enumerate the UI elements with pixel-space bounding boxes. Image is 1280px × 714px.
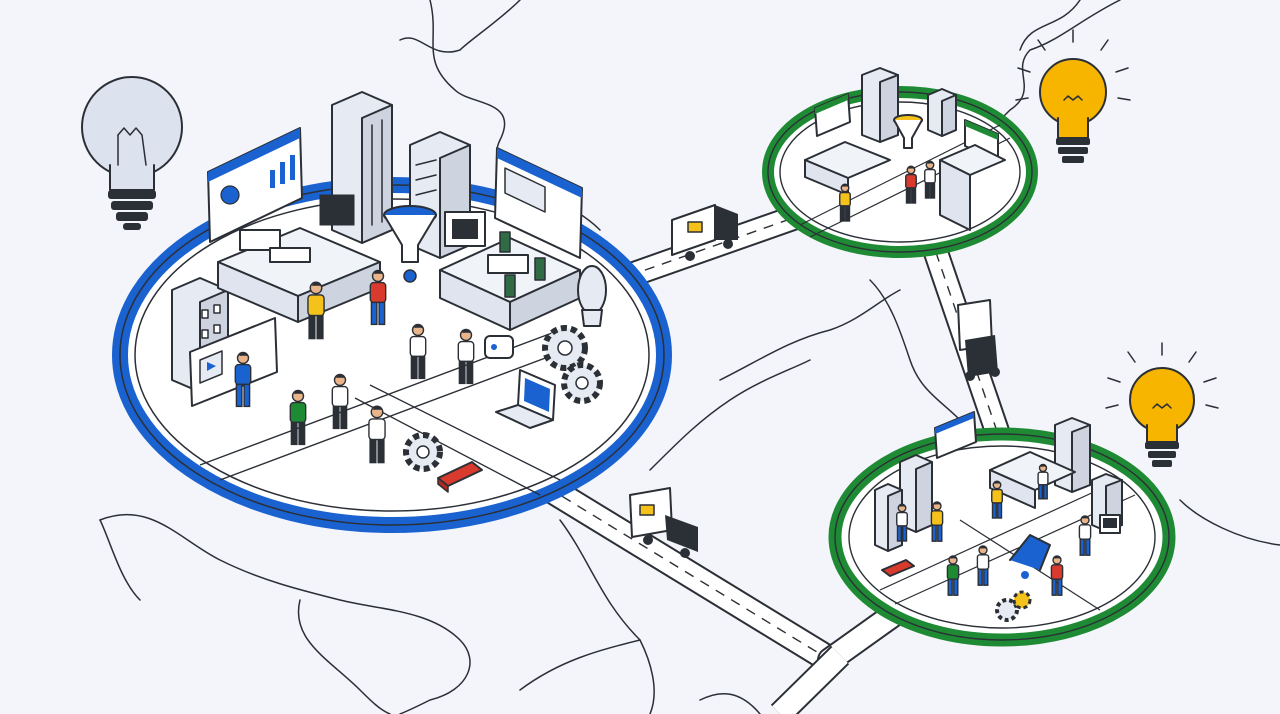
- person-figure: [905, 165, 917, 204]
- person-figure: [991, 480, 1003, 519]
- laptop-icon: [495, 369, 556, 429]
- storage-box: [437, 461, 483, 493]
- person-figure: [924, 160, 936, 199]
- people-group-north: [839, 160, 936, 222]
- chat-bubble-icon: [484, 335, 514, 359]
- central-hub: [112, 91, 672, 533]
- person-figure: [946, 555, 960, 596]
- people-group-south: [896, 463, 1092, 596]
- person-figure: [234, 351, 252, 408]
- delivery-truck-icon: [671, 204, 738, 261]
- person-figure: [368, 405, 386, 464]
- design-tool-icon: [1009, 534, 1051, 579]
- person-figure: [409, 323, 427, 380]
- person-figure: [307, 281, 325, 340]
- dining-platform: [989, 451, 1076, 509]
- gear-icon: [995, 598, 1019, 622]
- person-figure: [1037, 463, 1049, 500]
- analytics-dashboard-panel: [207, 127, 303, 243]
- dining-platform: [439, 231, 581, 331]
- lightbulb-unlit-icon: [81, 76, 183, 230]
- plant-icon: [577, 265, 607, 327]
- person-figure: [896, 503, 908, 542]
- gear-icon: [542, 325, 588, 371]
- satellite-hub-south: [828, 411, 1176, 647]
- website-panel: [814, 93, 851, 137]
- lightbulb-lit-icon: [1015, 29, 1131, 163]
- people-group-central: [234, 269, 475, 464]
- funnel-icon: [893, 114, 923, 149]
- website-panel: [494, 147, 583, 259]
- person-figure: [976, 545, 990, 586]
- office-building: [927, 88, 957, 137]
- storage-box: [881, 559, 915, 577]
- person-figure: [839, 183, 851, 222]
- dining-platform: [939, 144, 1006, 231]
- delivery-truck-icon: [629, 487, 698, 558]
- delivery-truck-icon: [957, 299, 1000, 381]
- office-tower: [861, 67, 899, 143]
- person-figure: [930, 501, 944, 542]
- person-figure: [1050, 555, 1064, 596]
- workstation-desk: [1099, 514, 1121, 534]
- person-figure: [1078, 515, 1092, 556]
- website-panel: [934, 411, 977, 459]
- map-outline: [99, 0, 1280, 714]
- person-figure: [289, 389, 307, 446]
- person-figure: [331, 373, 349, 430]
- funnel-icon: [383, 205, 437, 283]
- video-panel: [189, 317, 278, 407]
- roads: [456, 192, 1013, 714]
- gear-icon: [1012, 590, 1032, 610]
- person-figure: [369, 269, 387, 326]
- lightbulb-lit-icon: [1105, 342, 1219, 467]
- person-figure: [457, 328, 475, 385]
- gear-icon: [403, 432, 443, 472]
- office-tower: [1054, 417, 1091, 493]
- satellite-hub-north: [762, 67, 1038, 258]
- tv-stand: [319, 194, 486, 247]
- gear-icon: [561, 362, 603, 404]
